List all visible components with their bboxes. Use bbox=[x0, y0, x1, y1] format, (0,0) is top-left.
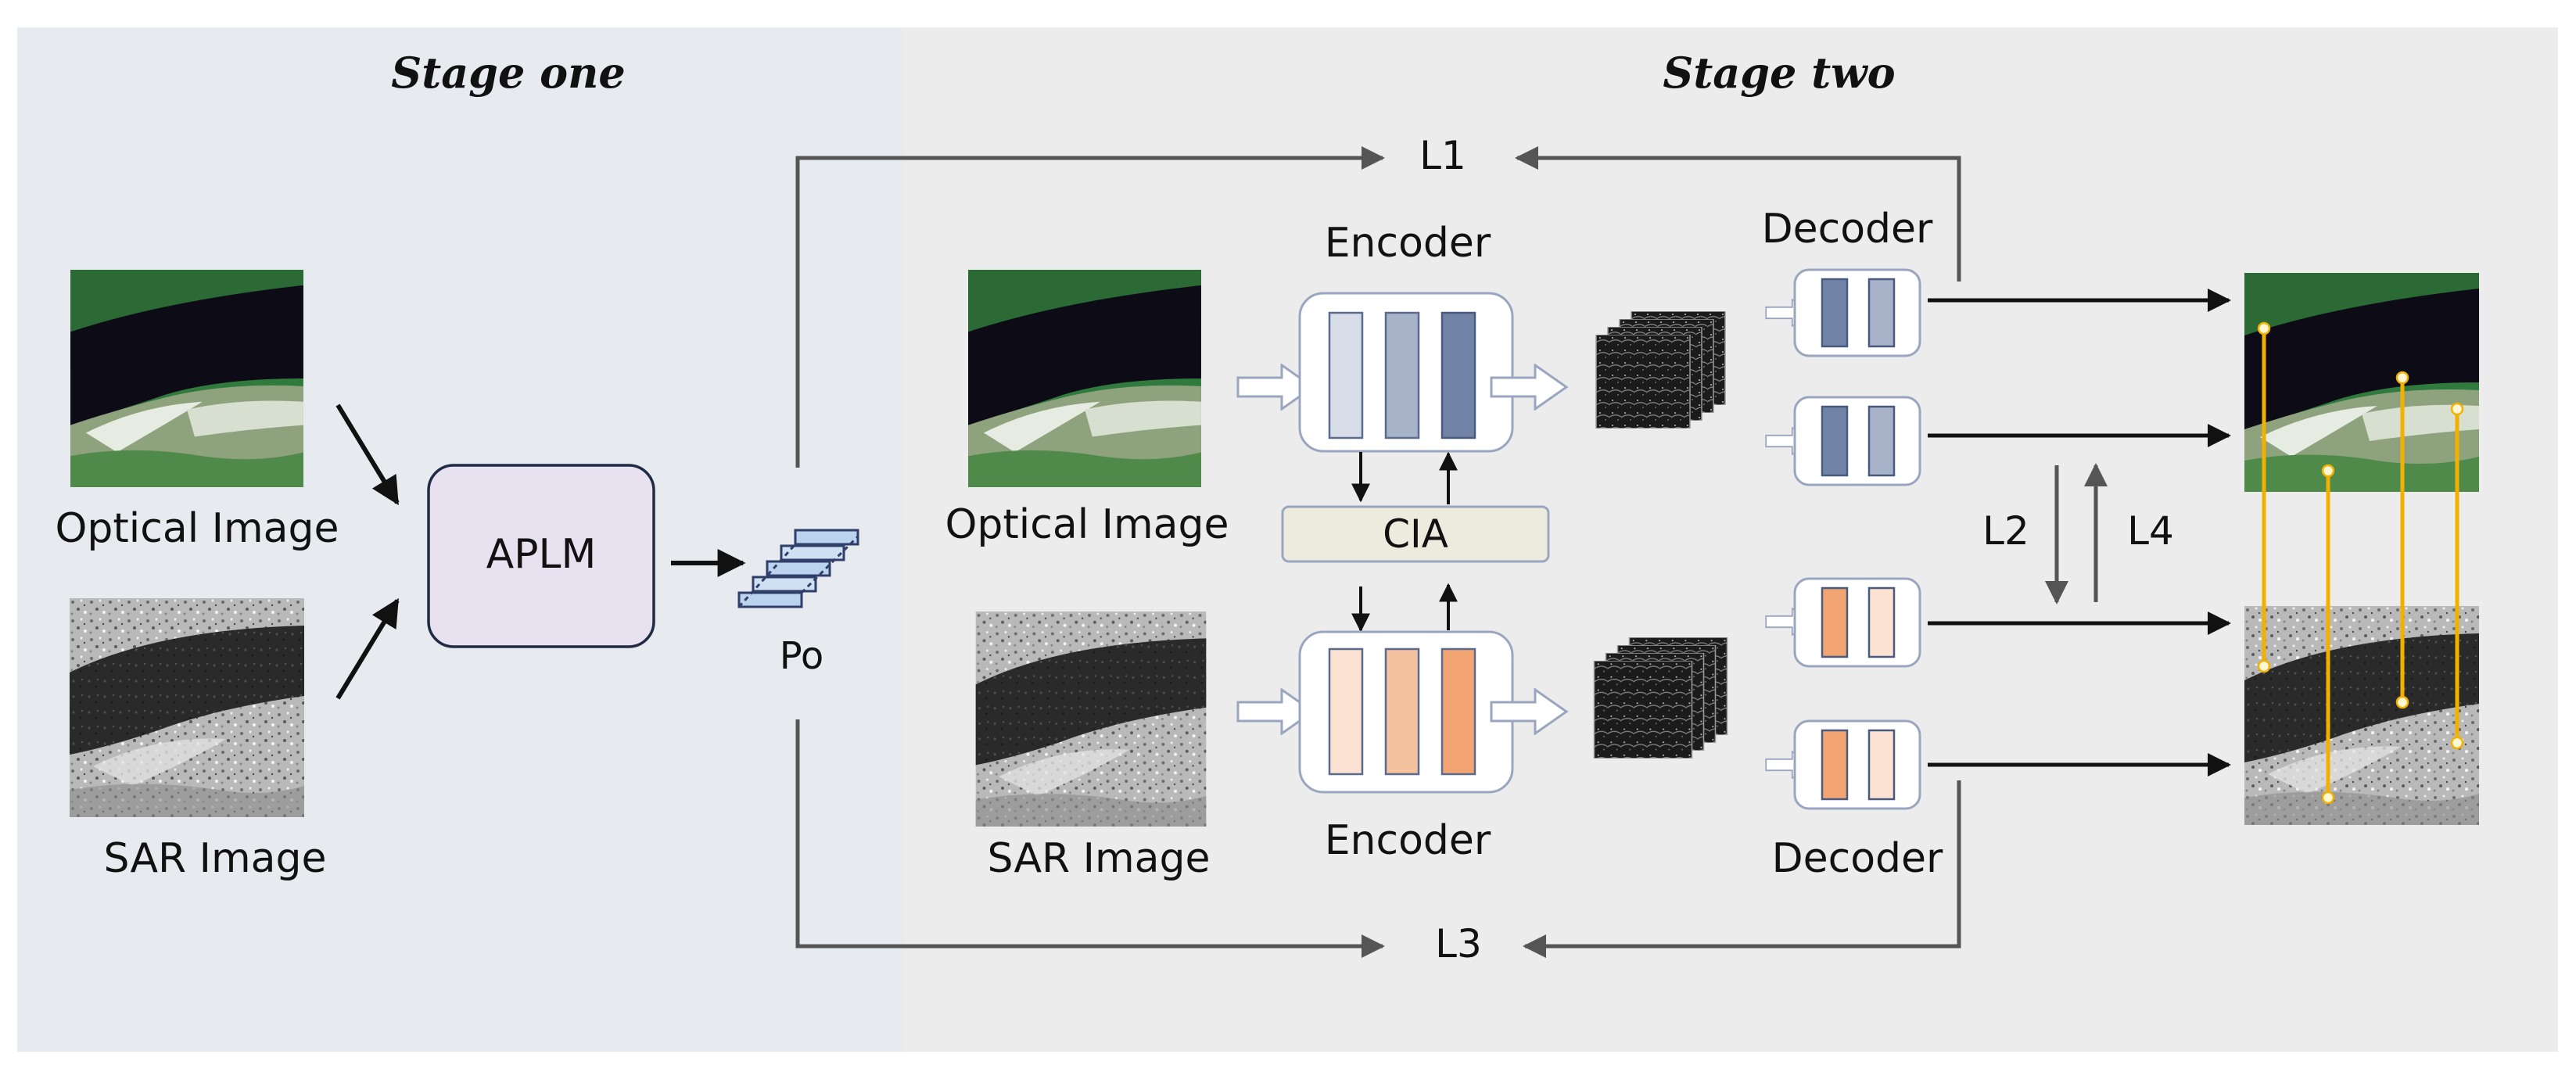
stage-one-sar-image bbox=[70, 598, 304, 817]
optical-feature-maps bbox=[1596, 311, 1725, 429]
stage-one-sar-label: SAR Image bbox=[103, 835, 326, 882]
keypoint bbox=[2257, 659, 2271, 673]
decoder-2 bbox=[1793, 396, 1921, 486]
loss-l1-label: L1 bbox=[1419, 133, 1466, 178]
stage-one-optical-label: Optical Image bbox=[55, 505, 339, 552]
stage-two-optical-label: Optical Image bbox=[945, 501, 1229, 548]
decoder-4-block-1 bbox=[1821, 729, 1849, 801]
keypoint bbox=[2321, 791, 2335, 805]
stage-one-optical-image bbox=[70, 270, 303, 487]
decoder-to-l3-line bbox=[1523, 780, 1961, 958]
decoder-1-block-2 bbox=[1867, 278, 1896, 348]
cia-label: CIA bbox=[1383, 511, 1448, 557]
decoder-2-block-2 bbox=[1867, 405, 1896, 477]
decoder-1 bbox=[1793, 268, 1921, 357]
stage-two-sar-label: SAR Image bbox=[987, 835, 1210, 882]
loss-l3-label: L3 bbox=[1435, 921, 1482, 967]
keypoint bbox=[2395, 371, 2409, 385]
keypoint bbox=[2450, 402, 2464, 416]
decoder-top-label: Decoder bbox=[1762, 206, 1933, 253]
encoder-bottom-block-2 bbox=[1384, 647, 1420, 776]
stage-two-title: Stage two bbox=[1663, 48, 1895, 98]
keypoint bbox=[2395, 695, 2409, 709]
aplm-module bbox=[427, 464, 655, 648]
output-sar-image bbox=[2244, 606, 2479, 825]
decoder-4 bbox=[1793, 719, 1921, 810]
prompt-to-l3-line bbox=[795, 719, 1385, 958]
prompt-label: Po bbox=[780, 634, 824, 678]
optical-to-aplm-arrow bbox=[335, 404, 400, 506]
stage-one-title: Stage one bbox=[391, 48, 625, 98]
keypoint-match-lines bbox=[2262, 328, 2459, 798]
decoder-3 bbox=[1793, 577, 1921, 668]
keypoint bbox=[2321, 464, 2335, 478]
encoder-top-block-3 bbox=[1440, 311, 1476, 439]
sar-to-aplm-arrow bbox=[335, 597, 400, 700]
decoder-1-block-1 bbox=[1821, 278, 1849, 348]
prompt-slice bbox=[752, 576, 817, 593]
decoder-3-block-1 bbox=[1821, 586, 1849, 658]
decoder-3-block-2 bbox=[1867, 586, 1896, 658]
output-optical-image bbox=[2244, 273, 2479, 492]
stage-two-panel bbox=[903, 27, 2558, 1052]
stage-two-optical-image bbox=[968, 270, 1201, 487]
prompt-slice bbox=[780, 544, 845, 561]
aplm-label: APLM bbox=[486, 531, 597, 578]
decoder-to-l1-line bbox=[1515, 146, 1961, 282]
loss-l2-label: L2 bbox=[1982, 508, 2029, 554]
feature-map-card bbox=[1596, 335, 1690, 429]
prompt-slice bbox=[766, 560, 831, 577]
keypoint bbox=[2450, 736, 2464, 750]
sar-feature-maps bbox=[1595, 637, 1727, 759]
prompt-slice bbox=[737, 591, 803, 608]
keypoints bbox=[2257, 321, 2464, 805]
decoder-2-block-1 bbox=[1821, 405, 1849, 477]
feature-map-card bbox=[1595, 661, 1692, 759]
prompt-slice bbox=[794, 529, 859, 546]
decoder-bottom-label: Decoder bbox=[1772, 835, 1943, 882]
prompt-to-l1-line bbox=[795, 146, 1385, 468]
prompt-stack-icon bbox=[737, 529, 859, 608]
encoder-bottom-block-1 bbox=[1328, 647, 1364, 776]
cia-module bbox=[1281, 505, 1550, 563]
loss-l4-label: L4 bbox=[2127, 508, 2174, 554]
encoder-bottom-block-3 bbox=[1440, 647, 1476, 776]
encoder-bottom-label: Encoder bbox=[1325, 817, 1491, 864]
encoder-top-label: Encoder bbox=[1325, 220, 1491, 267]
decoder-4-block-2 bbox=[1867, 729, 1896, 801]
keypoint bbox=[2257, 321, 2271, 335]
encoder-top-block-2 bbox=[1384, 311, 1420, 439]
encoder-top-block-1 bbox=[1328, 311, 1364, 439]
stage-two-sar-image bbox=[976, 612, 1207, 827]
